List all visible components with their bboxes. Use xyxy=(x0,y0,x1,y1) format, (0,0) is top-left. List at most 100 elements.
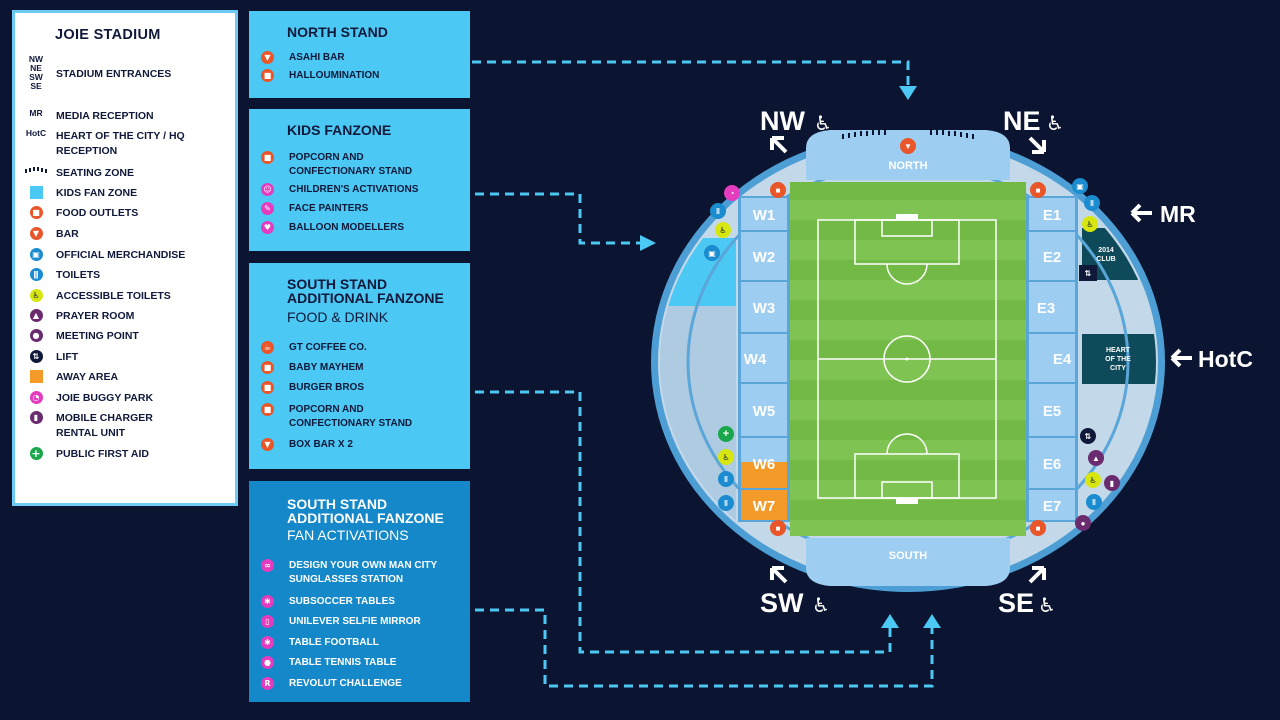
west-block-w5 xyxy=(741,384,787,436)
list-item: ∞ DESIGN YOUR OWN MAN CITY SUNGLASSES ST… xyxy=(259,559,464,587)
entrance-hotc-label: HotC xyxy=(1198,346,1253,372)
bar-icon: ▼ xyxy=(29,227,43,240)
meeting-point-icon: ● xyxy=(1075,515,1091,531)
seating-zone-marks xyxy=(842,130,974,139)
list-item: ■ POPCORN AND CONFECTIONARY STAND xyxy=(259,151,464,179)
entrance-mr-label: MR xyxy=(1160,201,1196,227)
south-stand-label: SOUTH xyxy=(889,550,928,562)
svg-text:●: ● xyxy=(1081,519,1086,528)
accessible-toilets-icon: ♿ xyxy=(1085,472,1101,488)
food-icon: ■ xyxy=(29,206,43,219)
east-block-label: E3 xyxy=(1037,300,1055,317)
west-block-label: W1 xyxy=(753,207,776,224)
fan-activations-title: SOUTH STAND ADDITIONAL FANZONE xyxy=(287,496,444,526)
first-aid-icon: + xyxy=(718,426,734,442)
legend-item-meeting-point: ● MEETING POINT xyxy=(25,329,235,344)
entrance-nw-arrow-icon xyxy=(770,136,788,154)
sunglasses-icon: ∞ xyxy=(261,559,274,572)
legend-item-food-outlets: ■ FOOD OUTLETS xyxy=(25,206,235,221)
list-item: ■ HALLOUMINATION xyxy=(259,69,464,83)
kids-zone-swatch-icon xyxy=(29,186,43,199)
east-block-e6 xyxy=(1029,438,1075,488)
merchandise-icon: ▣ xyxy=(1072,178,1088,194)
lift-icon: ⇅ xyxy=(1080,428,1096,444)
table-football-icon: ✱ xyxy=(261,636,274,649)
merchandise-icon: ▣ xyxy=(29,248,43,261)
entrance-ne-label: NE xyxy=(1003,106,1041,136)
club-label-line1: 2014 xyxy=(1098,247,1114,254)
west-block-label: W4 xyxy=(744,351,767,368)
food-icon: ■ xyxy=(770,182,786,198)
kids-fanzone-title: KIDS FANZONE xyxy=(287,122,392,138)
legend-item-merchandise: ▣ OFFICIAL MERCHANDISE xyxy=(25,248,235,263)
list-item: ▯ UNILEVER SELFIE MIRROR xyxy=(259,615,464,629)
accessible-toilets-icon: ♿ xyxy=(1082,216,1098,232)
legend-item-bar: ▼ BAR xyxy=(25,227,235,242)
svg-text:ǁ: ǁ xyxy=(1092,498,1096,507)
arrow-kids-icon xyxy=(640,235,656,251)
list-item: ▼ BOX BAR X 2 xyxy=(259,438,464,452)
west-block-label: W7 xyxy=(753,498,776,515)
north-stand xyxy=(806,130,1010,180)
list-item: ✎ FACE PAINTERS xyxy=(259,202,464,216)
bar-icon: ▼ xyxy=(900,138,916,154)
west-block-w2 xyxy=(741,232,787,280)
legend-item-kids-fan-zone: KIDS FAN ZONE xyxy=(25,186,235,201)
entrance-ne-arrow-icon xyxy=(1028,136,1046,154)
toilets-icon: ǁ xyxy=(1084,195,1100,211)
hotc-label-line1: HEART xyxy=(1106,347,1131,354)
legend-item-toilets: ǁ TOILETS xyxy=(25,268,235,283)
east-block-label: E5 xyxy=(1043,403,1061,420)
svg-text:ǁ: ǁ xyxy=(724,499,728,508)
toilets-icon: ǁ xyxy=(710,203,726,219)
prayer-room-icon: ▲ xyxy=(29,309,43,322)
food-icon: ■ xyxy=(261,151,274,164)
connector-food xyxy=(475,390,892,654)
accessible-entrance-icon: ♿ xyxy=(1038,595,1056,617)
connector-fan xyxy=(475,608,934,688)
svg-text:■: ■ xyxy=(776,524,781,533)
legend-item-prayer-room: ▲ PRAYER ROOM xyxy=(25,309,235,324)
legend-item-seating-zone: SEATING ZONE xyxy=(25,166,235,181)
list-item: ■ BURGER BROS xyxy=(259,381,464,395)
accessible-toilets-icon: ♿ xyxy=(718,449,734,465)
svg-text:⇅: ⇅ xyxy=(1085,432,1092,441)
svg-text:♿: ♿ xyxy=(719,226,726,235)
entrance-mr-arrow-icon xyxy=(1130,203,1152,223)
lift-icon: ⇅ xyxy=(29,350,43,363)
entrances: NW ♿ NE ♿ SW ♿ SE ♿ MR HotC xyxy=(760,106,1253,618)
east-block-label: E6 xyxy=(1043,456,1061,473)
north-stand-title: NORTH STAND xyxy=(287,24,388,40)
accessible-toilets-icon: ♿ xyxy=(715,222,731,238)
west-block-w4 xyxy=(741,334,787,382)
east-block-e5 xyxy=(1029,384,1075,436)
mirror-icon: ▯ xyxy=(261,615,274,628)
revolut-icon: R xyxy=(261,677,274,690)
balloon-icon: ♥ xyxy=(261,221,274,234)
svg-text:♿: ♿ xyxy=(722,453,729,462)
legend-item-lift: ⇅ LIFT xyxy=(25,350,235,365)
charger-icon: ▮ xyxy=(1104,475,1120,491)
list-item: ☺ CHILDREN'S ACTIVATIONS xyxy=(259,183,464,197)
accessible-entrance-icon: ♿ xyxy=(814,113,832,135)
list-item: ▼ ASAHI BAR xyxy=(259,51,464,65)
merchandise-icon: ▣ xyxy=(704,245,720,261)
east-block-label: E2 xyxy=(1043,249,1061,266)
legend-item-heart-of-city: HotC HEART OF THE CITY / HQ RECEPTION xyxy=(25,128,185,158)
hotc-label-line2: OF THE xyxy=(1105,356,1131,363)
list-item: ● TABLE TENNIS TABLE xyxy=(259,656,464,670)
accessible-toilets-icon: ♿ xyxy=(29,289,43,302)
food-icon: ■ xyxy=(770,520,786,536)
fan-activations-subtitle: FAN ACTIVATIONS xyxy=(287,527,409,543)
food-icon: ■ xyxy=(261,69,274,82)
connector-kids xyxy=(475,192,640,245)
entrance-se-arrow-icon xyxy=(1028,566,1046,584)
meeting-point-icon: ● xyxy=(29,329,43,342)
accessible-entrance-icon: ♿ xyxy=(812,595,830,617)
svg-text:ǁ: ǁ xyxy=(1090,199,1094,208)
arrow-fan-icon xyxy=(923,614,941,628)
food-icon: ■ xyxy=(261,403,274,416)
svg-text:■: ■ xyxy=(1036,186,1041,195)
